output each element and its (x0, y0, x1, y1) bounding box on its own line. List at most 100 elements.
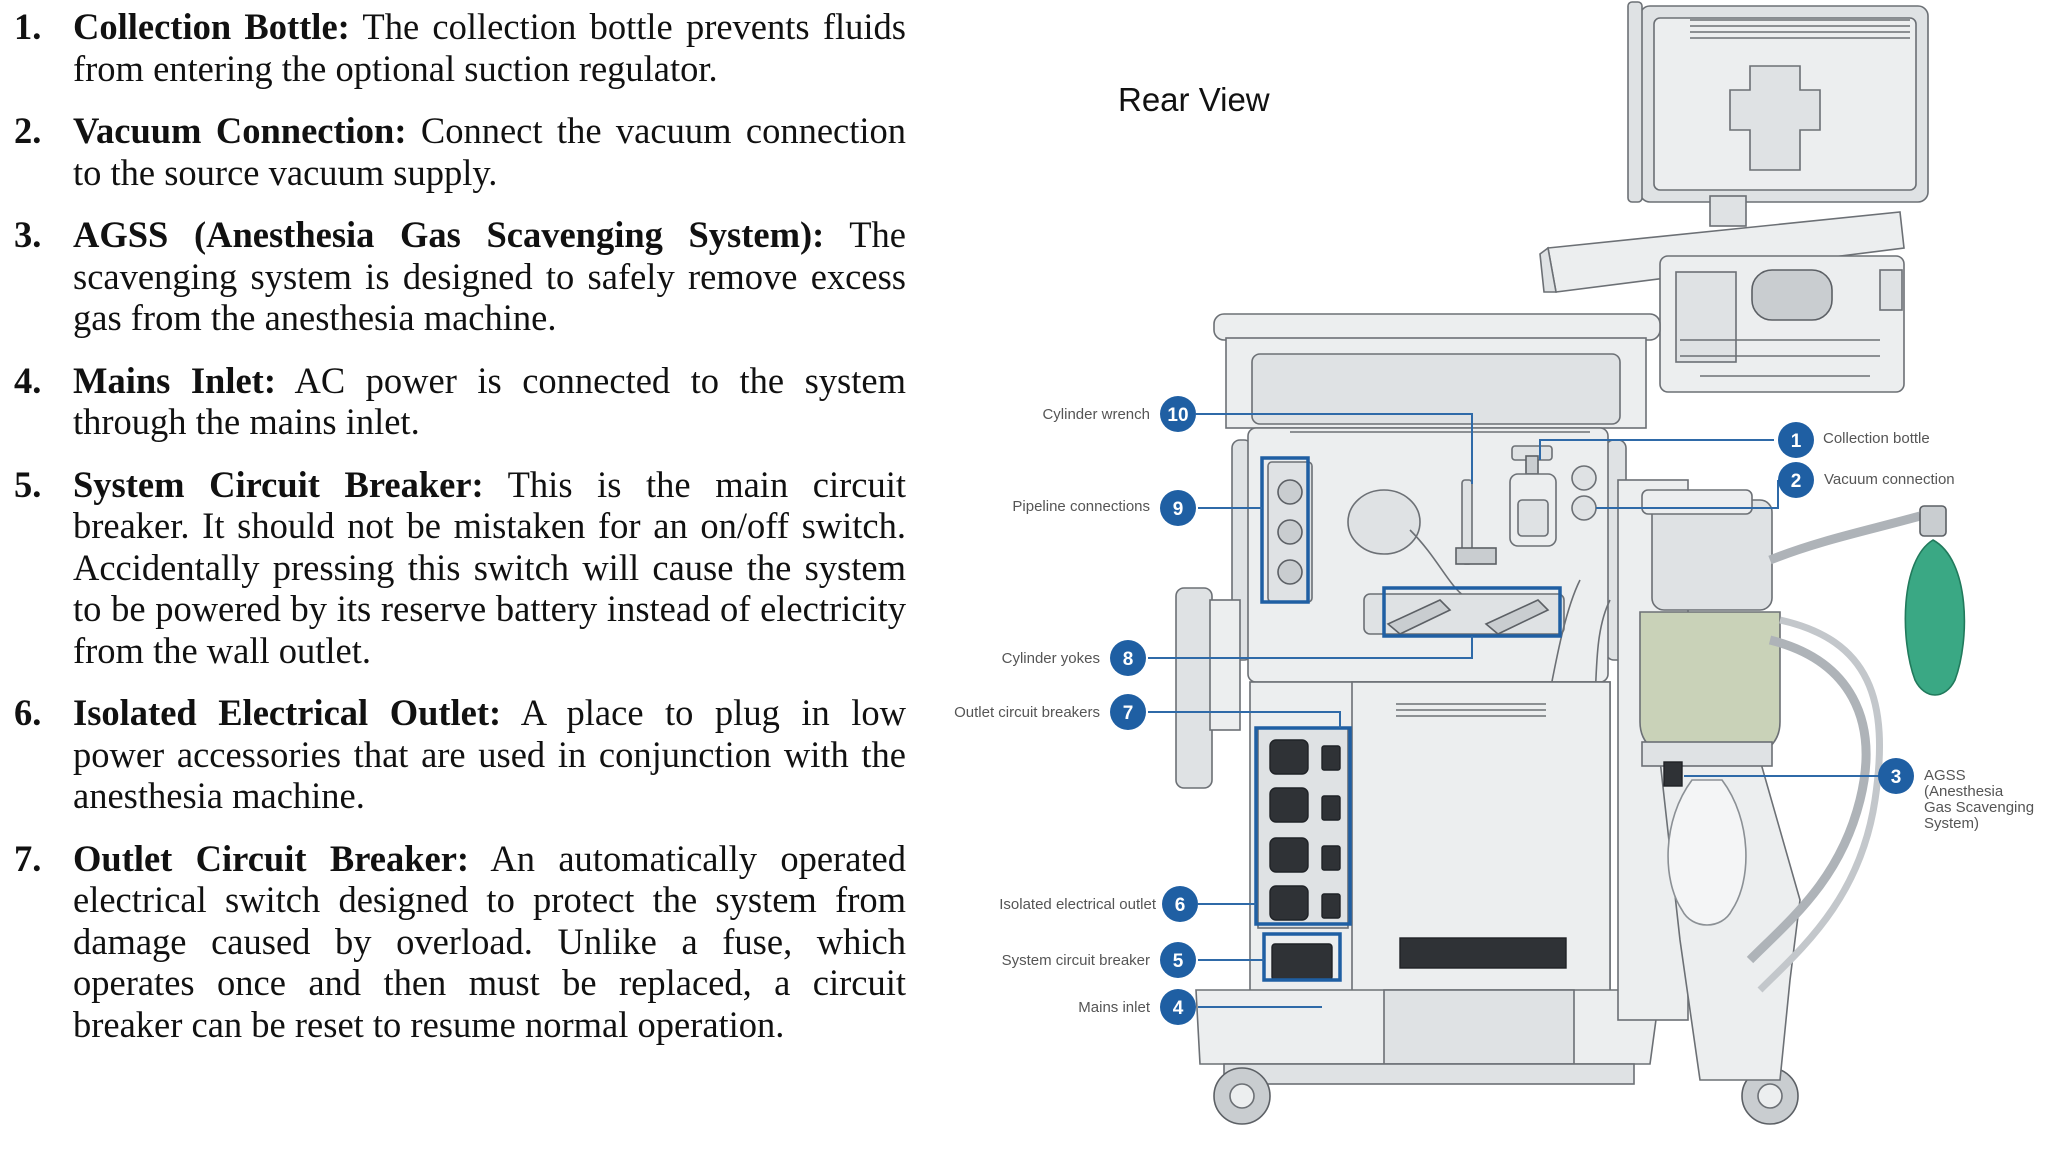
item-description: A place to plug in low power accessories… (73, 692, 906, 816)
leader-8 (1148, 636, 1473, 659)
callout-badge (1160, 490, 1196, 526)
callout-label-line: (Anesthesia (1924, 783, 2004, 800)
callout-number: 5 (1173, 951, 1184, 972)
list-item: 4. Mains Inlet: AC power is connected to… (14, 360, 906, 443)
item-term: System Circuit Breaker: (73, 463, 484, 505)
monitor-arm-illustration (1539, 195, 1905, 293)
callout-label-line: System) (1924, 815, 1979, 832)
callout-badge (1778, 422, 1814, 458)
monitor-illustration (1627, 1, 1929, 203)
callout-badge (1162, 886, 1198, 922)
callout-label: Cylinder wrench (1042, 406, 1150, 423)
highlight-boxes (1254, 456, 1562, 982)
item-description: This is the main circuit breaker. It sho… (73, 463, 906, 671)
collection-bottle-illustration (1509, 445, 1557, 547)
machine-illustration (1175, 1, 1966, 1125)
rear-access-panel-illustration (1351, 681, 1611, 993)
list-item: 5. System Circuit Breaker: This is the m… (14, 464, 906, 672)
item-number: 7. (14, 837, 42, 879)
leader-7 (1148, 711, 1341, 728)
component-description-list: 1. Collection Bottle: The collection bot… (14, 6, 906, 1066)
callout-1: 1 Collection bottle (1778, 422, 1930, 458)
callout-number: 2 (1791, 471, 1802, 492)
bag-connector-illustration (1919, 505, 1947, 537)
breathing-bag-illustration (1904, 539, 1966, 696)
item-description: An automatically operated electrical swi… (73, 837, 906, 1045)
callout-number: 7 (1123, 703, 1134, 724)
callout-number: 6 (1175, 895, 1186, 916)
callout-label: Vacuum connection (1824, 471, 1955, 488)
callout-number: 10 (1167, 405, 1188, 426)
item-term: Isolated Electrical Outlet: (73, 692, 502, 733)
callout-number: 9 (1173, 499, 1184, 520)
upper-assembly-illustration (1659, 255, 1905, 393)
callout-label: Mains inlet (1078, 999, 1151, 1016)
item-term: Outlet Circuit Breaker: (73, 837, 470, 879)
callout-3: 3 AGSS (Anesthesia Gas Scavenging System… (1878, 758, 2034, 832)
callout-label: Cylinder yokes (1002, 650, 1100, 667)
callout-number: 8 (1123, 649, 1134, 670)
item-number: 2. (14, 110, 42, 151)
item-term: Vacuum Connection: (73, 110, 407, 151)
item-description: AC power is connected to the system thro… (73, 359, 906, 443)
list-item: 6. Isolated Electrical Outlet: A place t… (14, 692, 906, 817)
callout-number: 3 (1891, 767, 1902, 788)
callout-4: Mains inlet 4 (1078, 989, 1196, 1025)
item-term: AGSS (Anesthesia Gas Scavenging System): (73, 214, 825, 255)
callout-label-line: Gas Scavenging (1924, 799, 2034, 816)
item-number: 1. (14, 6, 42, 47)
scavenging-canister-illustration (1639, 611, 1781, 763)
callout-label: Pipeline connections (1012, 498, 1150, 515)
callout-label: Isolated electrical outlet (999, 896, 1157, 913)
callout-badge (1778, 462, 1814, 498)
item-number: 5. (14, 463, 42, 505)
list-item: 3. AGSS (Anesthesia Gas Scavenging Syste… (14, 214, 906, 339)
vent-slot-illustration (1399, 937, 1567, 969)
list-item: 2. Vacuum Connection: Connect the vacuum… (14, 110, 906, 193)
leader-1 (1539, 439, 1774, 460)
system-breaker-illustration (1271, 943, 1333, 981)
callout-8: Cylinder yokes 8 (1002, 640, 1146, 676)
leader-2 (1596, 480, 1779, 509)
callout-label: System circuit breaker (1002, 952, 1150, 969)
callout-badge (1160, 396, 1196, 432)
list-item: 7. Outlet Circuit Breaker: An automatica… (14, 838, 906, 1046)
callout-badge (1160, 989, 1196, 1025)
ventilator-illustration (1617, 479, 1801, 1081)
side-attachment-illustration (1175, 587, 1213, 789)
callout-2: 2 Vacuum connection (1778, 462, 1955, 498)
leader-10 (1196, 413, 1473, 484)
item-number: 4. (14, 359, 42, 401)
item-description: The scavenging system is designed to saf… (73, 214, 906, 338)
item-description: The collection bottle prevents fluids fr… (73, 6, 907, 89)
item-number: 3. (14, 214, 42, 255)
item-description: Connect the vacuum connection to the sou… (73, 110, 907, 193)
outlets-highlight-box (1254, 726, 1352, 926)
callout-badge (1160, 942, 1196, 978)
diagram-title: Rear View (1118, 81, 1270, 118)
item-term: Collection Bottle: (73, 6, 350, 47)
callout-label-line: AGSS (1924, 767, 1966, 784)
leader-lines (1148, 413, 1880, 1008)
callout-badge (1110, 694, 1146, 730)
callout-label: Collection bottle (1823, 430, 1930, 447)
item-number: 6. (14, 692, 42, 733)
callout-9: Pipeline connections 9 (1012, 490, 1196, 526)
anesthesia-machine-rear-view-diagram: Rear View (954, 1, 2034, 1125)
callout-badge (1110, 640, 1146, 676)
outlet-module-illustration (1257, 727, 1349, 929)
callout-badge (1878, 758, 1914, 794)
pipeline-highlight-box (1260, 456, 1310, 604)
callout-label: Outlet circuit breakers (954, 704, 1100, 721)
callout-10: Cylinder wrench 10 (1042, 396, 1196, 432)
panel-port-illustration (1347, 489, 1421, 555)
list-item: 1. Collection Bottle: The collection bot… (14, 6, 906, 89)
breaker-highlight-box (1262, 932, 1342, 982)
callout-7: Outlet circuit breakers 7 (954, 694, 1146, 730)
callout-number: 1 (1791, 431, 1802, 452)
item-term: Mains Inlet: (73, 359, 276, 401)
callout-5: System circuit breaker 5 (1002, 942, 1196, 978)
callout-number: 4 (1173, 998, 1184, 1019)
callout-6: Isolated electrical outlet 6 (999, 886, 1198, 922)
top-shelf-illustration (1213, 313, 1661, 341)
